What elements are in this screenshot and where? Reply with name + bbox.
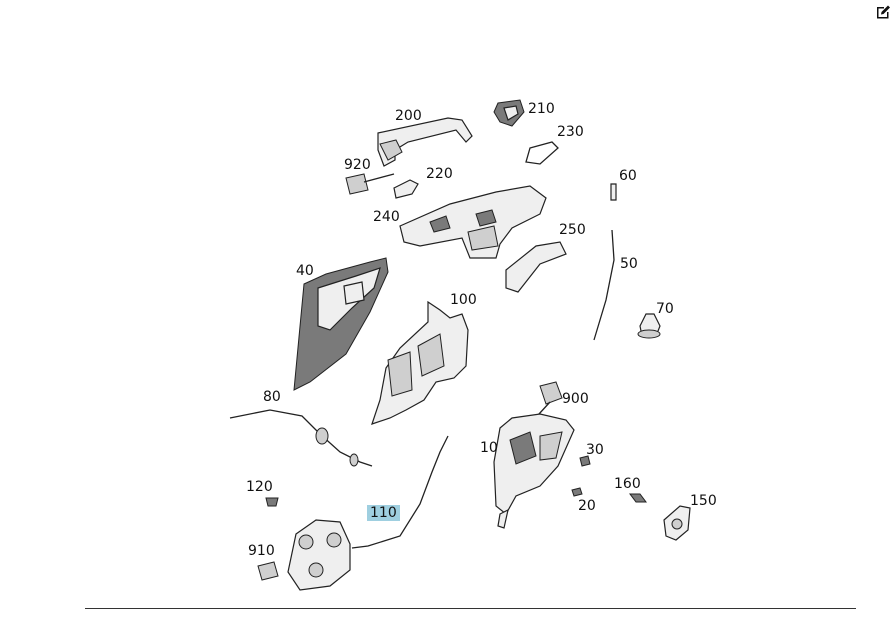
bottom-divider (85, 608, 856, 609)
callout-230[interactable]: 230 (557, 124, 584, 140)
callout-150[interactable]: 150 (690, 493, 717, 509)
part-200-outer-handle[interactable] (377, 117, 473, 167)
part-80-cable[interactable] (229, 409, 373, 467)
part-30-nut[interactable] (579, 455, 591, 467)
part-250-bracket[interactable] (505, 241, 567, 293)
callout-50[interactable]: 50 (620, 256, 638, 272)
callout-80[interactable]: 80 (263, 389, 281, 405)
callout-20[interactable]: 20 (578, 498, 596, 514)
part-50-rod[interactable] (593, 229, 615, 341)
callout-30[interactable]: 30 (586, 442, 604, 458)
part-70-clip[interactable] (637, 313, 661, 339)
callout-920[interactable]: 920 (344, 157, 371, 173)
part-100-housing[interactable] (371, 300, 469, 425)
callout-160[interactable]: 160 (614, 476, 641, 492)
part-20-screw[interactable] (571, 487, 583, 497)
part-10-latch[interactable] (493, 413, 575, 529)
part-60-pin[interactable] (610, 183, 617, 201)
part-160-screw[interactable] (629, 493, 647, 503)
part-120-screw[interactable] (265, 497, 279, 507)
callout-220[interactable]: 220 (426, 166, 453, 182)
callout-70[interactable]: 70 (656, 301, 674, 317)
part-240-carrier[interactable] (399, 185, 547, 259)
callout-60[interactable]: 60 (619, 168, 637, 184)
part-150-striker[interactable] (663, 505, 691, 541)
callout-120[interactable]: 120 (246, 479, 273, 495)
part-230-gasket[interactable] (525, 141, 559, 165)
part-actuator-base[interactable] (287, 519, 351, 591)
callout-10[interactable]: 10 (480, 440, 498, 456)
callout-240[interactable]: 240 (373, 209, 400, 225)
callout-910[interactable]: 910 (248, 543, 275, 559)
callout-210[interactable]: 210 (528, 101, 555, 117)
callout-40[interactable]: 40 (296, 263, 314, 279)
part-210-cap[interactable] (493, 99, 525, 127)
callout-200[interactable]: 200 (395, 108, 422, 124)
callout-100[interactable]: 100 (450, 292, 477, 308)
part-910-pad[interactable] (257, 561, 279, 581)
callout-900[interactable]: 900 (562, 391, 589, 407)
part-900-pad[interactable] (539, 381, 563, 405)
callout-110-highlighted[interactable]: 110 (367, 505, 400, 521)
part-220-seal[interactable] (393, 179, 419, 199)
part-920-pad[interactable] (345, 173, 369, 195)
part-110-cable[interactable] (351, 435, 449, 549)
callout-250[interactable]: 250 (559, 222, 586, 238)
edit-icon[interactable] (874, 3, 892, 21)
part-40-panel[interactable] (293, 257, 389, 391)
